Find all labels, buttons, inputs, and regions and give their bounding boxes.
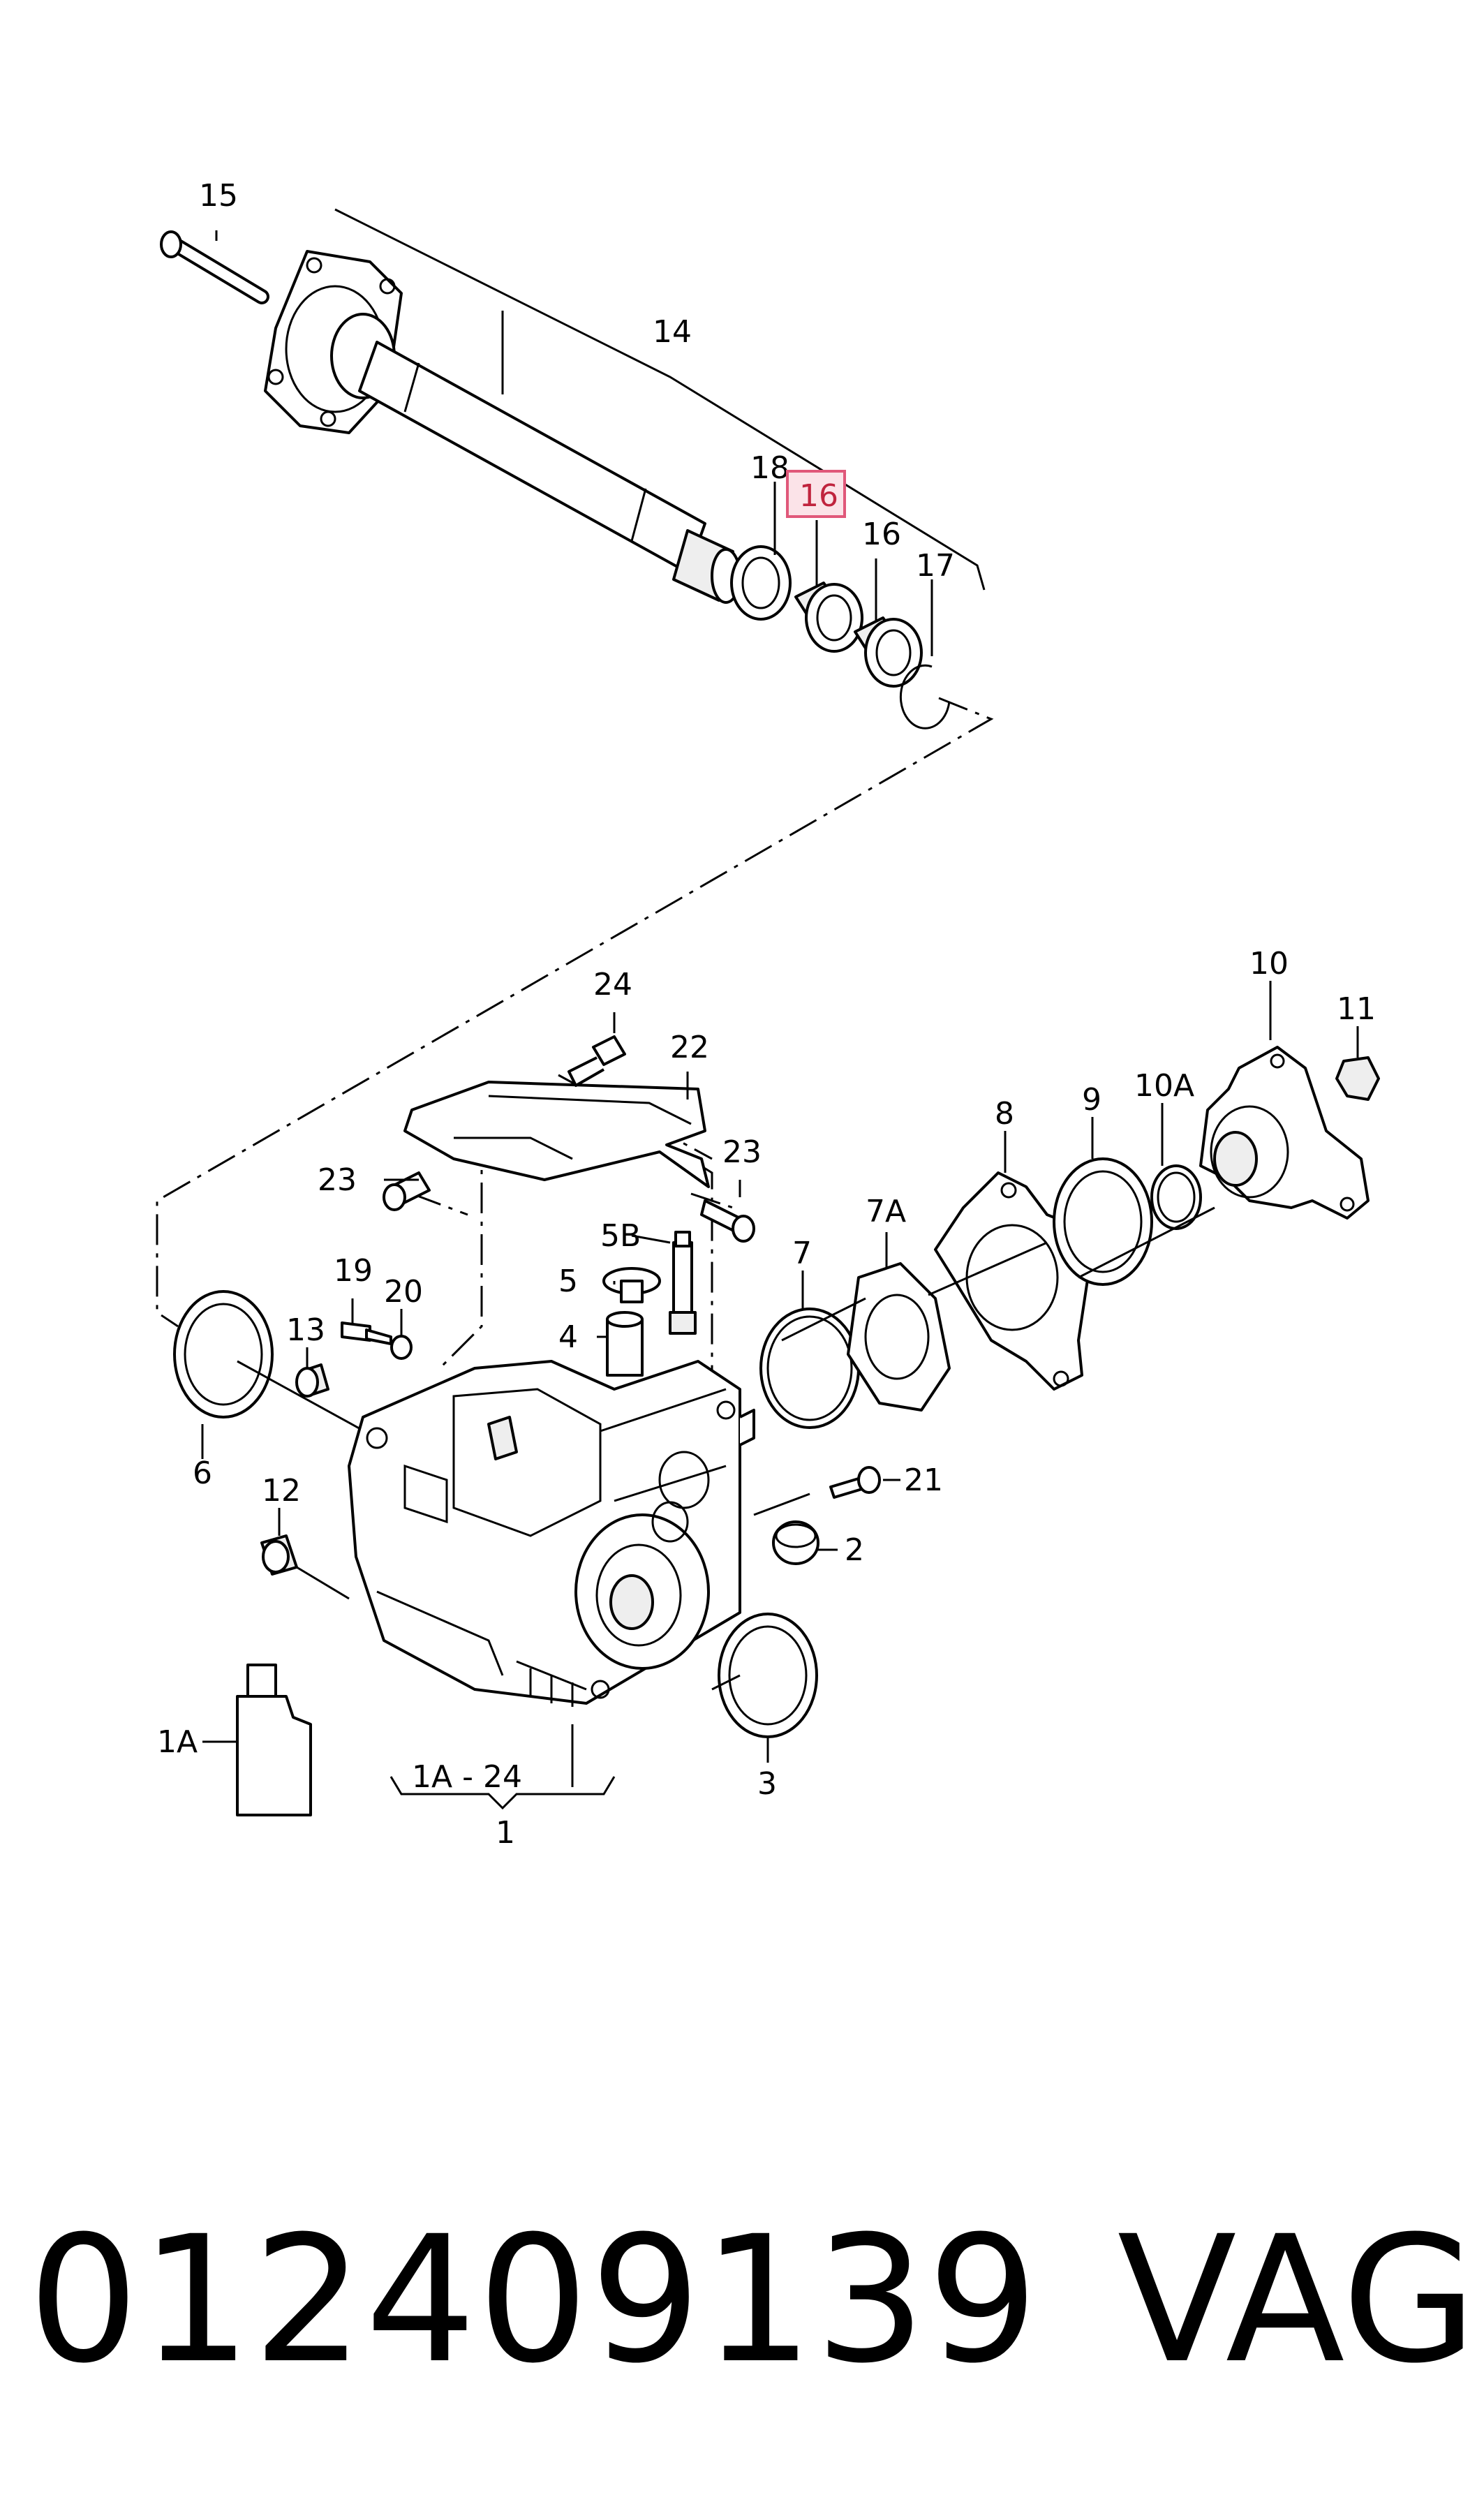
callout-21: 21 [904,1462,943,1498]
callout-2: 2 [845,1532,864,1568]
callout-6: 6 [193,1456,212,1491]
callout-1a-24: 1A - 24 [412,1759,522,1795]
bolt-23-right [700,1199,755,1243]
seal-3 [718,1613,818,1738]
callout-16-highlighted: 16 [799,478,838,514]
callout-14: 14 [653,314,692,350]
bolt-15 [160,230,269,304]
drive-shaft-assembly [160,208,986,730]
callout-12: 12 [262,1473,301,1509]
circlip-17 [899,664,951,730]
nut-11 [1335,1056,1380,1101]
callout-16: 16 [862,517,901,552]
o-ring-10a [1150,1164,1202,1230]
ring-18 [730,545,792,621]
callout-23-right: 23 [722,1134,762,1170]
callout-10: 10 [1249,946,1289,982]
plug-12 [260,1534,298,1576]
transfer-case-housing [348,1360,755,1707]
breather-5b [669,1231,697,1335]
shaft-flange [264,250,403,434]
cap-5 [602,1267,661,1303]
flange-10 [1199,1046,1370,1220]
callout-15: 15 [199,178,238,214]
sleeve-4 [606,1311,644,1377]
callout-18: 18 [750,450,789,486]
needle-bearing-16-highlighted [794,582,863,653]
callout-11: 11 [1337,991,1376,1027]
callout-20: 20 [384,1274,423,1310]
needle-bearing-16 [854,616,923,688]
shaft-body [358,341,741,604]
callout-22: 22 [670,1030,709,1065]
callout-4: 4 [558,1319,578,1355]
callout-7a: 7A [866,1194,906,1229]
callout-labels: 15 14 18 16 16 17 24 22 23 23 5B 5 4 19 … [157,178,1376,1851]
bolt-21 [829,1466,881,1499]
plug-13 [295,1363,329,1398]
callout-leaders [201,230,1359,1810]
bolt-23-left [383,1171,431,1211]
callout-7: 7 [792,1236,812,1271]
seal-6 [173,1290,274,1419]
callout-10a: 10A [1134,1068,1194,1104]
callout-1: 1 [496,1815,515,1851]
cap-2 [772,1520,819,1565]
callout-9: 9 [1082,1082,1101,1118]
callout-1a: 1A [157,1724,198,1760]
bolt-19 [341,1321,392,1345]
callout-24: 24 [593,967,632,1002]
callout-13: 13 [286,1312,325,1348]
brand-label: VAG [1117,2198,1477,2401]
callout-3: 3 [757,1766,777,1802]
washer-20 [390,1335,413,1360]
gasket-7a [847,1262,951,1412]
oil-bottle-1a [236,1664,312,1816]
callout-23-left: 23 [318,1162,357,1198]
callout-5b: 5B [600,1218,641,1254]
highlight-box [786,470,846,518]
part-number: 012409139 [28,2198,1040,2401]
callout-5: 5 [558,1264,578,1299]
bolt-24 [567,1035,626,1087]
callout-17: 17 [916,548,955,584]
heat-shield-22 [403,1081,710,1188]
callout-19: 19 [334,1253,373,1289]
callout-8: 8 [995,1096,1014,1132]
